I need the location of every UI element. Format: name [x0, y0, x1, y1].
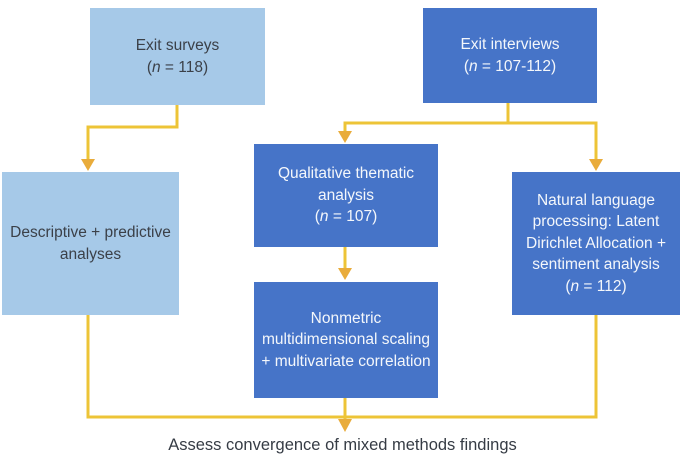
box-title: Descriptive + predictive analyses	[10, 224, 171, 263]
box-title: Qualitative thematic analysis	[277, 165, 415, 204]
arrowhead-icon	[338, 131, 352, 143]
sample-size-open: (	[314, 208, 320, 226]
box-natural-language-processing: Natural language processing: Latent Diri…	[512, 172, 680, 315]
box-title: Exit surveys	[135, 37, 220, 55]
connector-line	[86, 105, 179, 160]
sample-size-value: = 107)	[328, 208, 378, 226]
connector-bottom-collector	[86, 313, 598, 419]
sample-size-n: n	[152, 58, 161, 76]
sample-size-open: (	[565, 277, 571, 295]
arrowhead-icon	[589, 159, 603, 171]
box-exit-surveys: Exit surveys (n = 118)	[90, 8, 265, 105]
sample-size-value: = 107-112)	[477, 57, 557, 75]
box-qualitative-text: Qualitative thematic analysis (n = 107)	[258, 163, 434, 227]
sample-size: (n = 107)	[315, 208, 377, 225]
box-title: Natural language processing: Latent Diri…	[526, 192, 666, 274]
connector-qualitative-to-nonmetric	[338, 246, 352, 280]
sample-size-open: (	[463, 57, 469, 75]
box-exit-surveys-text: Exit surveys (n = 118)	[136, 35, 220, 78]
box-exit-interviews: Exit interviews (n = 107-112)	[423, 8, 597, 103]
sample-size: (n = 107-112)	[464, 58, 556, 75]
sample-size-open: (	[146, 58, 152, 76]
box-qualitative-thematic: Qualitative thematic analysis (n = 107)	[254, 144, 438, 247]
connector-surveys-to-descriptive	[81, 105, 179, 171]
box-descriptive-predictive: Descriptive + predictive analyses	[2, 172, 179, 315]
connector-line	[343, 121, 598, 160]
box-nonmetric-scaling: Nonmetric multidimensional scaling + mul…	[254, 282, 438, 398]
box-descriptive-text: Descriptive + predictive analyses	[6, 222, 175, 265]
box-title: Exit interviews	[460, 36, 560, 54]
arrowhead-icon	[81, 159, 95, 171]
box-nonmetric-text: Nonmetric multidimensional scaling + mul…	[258, 308, 434, 372]
sample-size: (n = 112)	[565, 278, 626, 295]
arrowhead-icon	[338, 419, 352, 432]
box-nlp-text: Natural language processing: Latent Diri…	[516, 190, 676, 297]
connector-line	[86, 313, 598, 419]
connector-to-caption	[338, 396, 352, 432]
caption-assess-convergence: Assess convergence of mixed methods find…	[168, 436, 517, 454]
sample-size: (n = 118)	[147, 59, 208, 76]
sample-size-value: = 112)	[579, 277, 627, 295]
sample-size-value: = 118)	[160, 58, 209, 76]
sample-size-n: n	[319, 208, 329, 226]
sample-size-n: n	[570, 277, 580, 295]
arrowhead-icon	[338, 268, 352, 280]
box-exit-interviews-text: Exit interviews (n = 107-112)	[460, 34, 559, 77]
sample-size-n: n	[468, 57, 478, 75]
box-title: Nonmetric multidimensional scaling + mul…	[261, 309, 431, 370]
connector-interviews-split	[338, 101, 603, 171]
